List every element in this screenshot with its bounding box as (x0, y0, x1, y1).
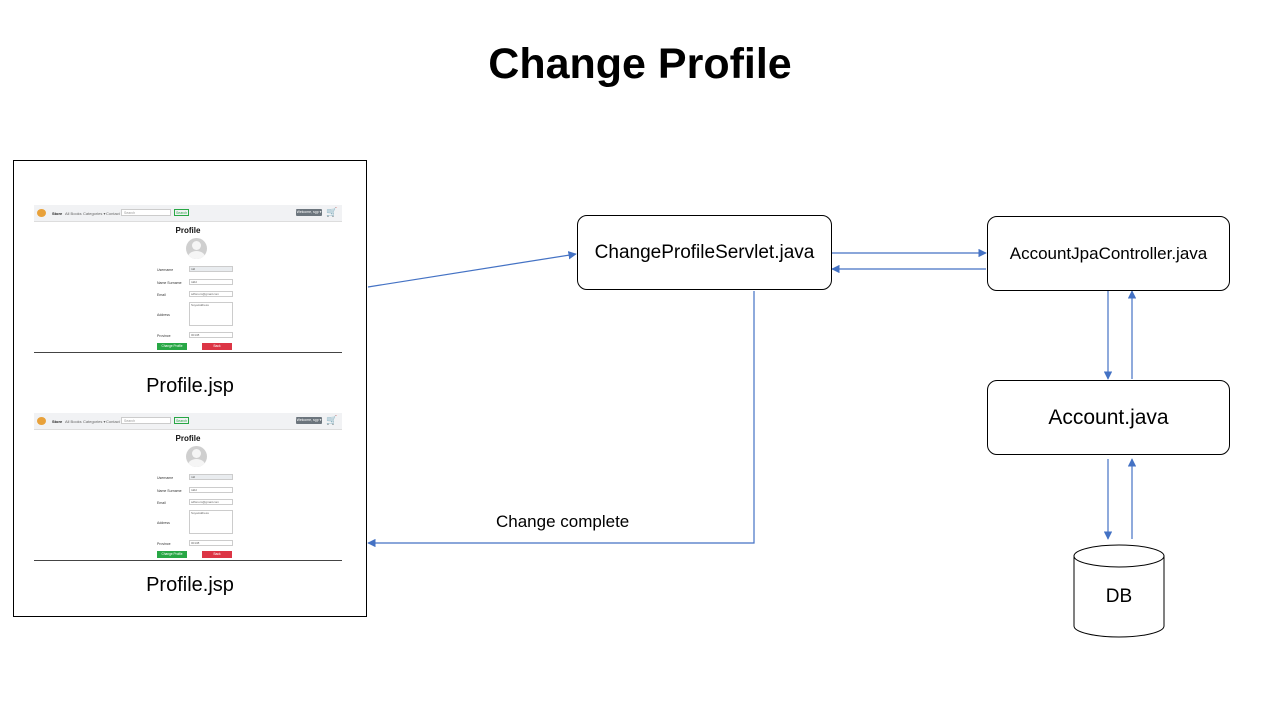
nav-brand[interactable]: Store (52, 419, 63, 424)
address-label: Address (157, 313, 170, 317)
diagram-title: Change Profile (488, 40, 792, 88)
mini-user-button[interactable]: Welcome, sgp ▾ (296, 417, 322, 424)
divider (34, 352, 342, 353)
mini-profile-heading: Profile (175, 226, 201, 235)
address-label: Address (157, 521, 170, 525)
province-label: Province (157, 542, 171, 546)
db-label: DB (1105, 586, 1133, 607)
back-button[interactable]: Back (202, 343, 232, 350)
nav-categories[interactable]: Categories ▾ (83, 211, 106, 216)
cart-icon[interactable]: 🛒 (326, 415, 338, 425)
change-profile-button[interactable]: Change Profile (157, 551, 187, 558)
address-field[interactable]: SoyaAddress (189, 510, 233, 534)
province-label: Province (157, 334, 171, 338)
mini-navbar: Store All Books Categories ▾ Contact us … (34, 205, 342, 222)
change-profile-button[interactable]: Change Profile (157, 343, 187, 350)
arrow-profile-to-servlet (367, 251, 577, 288)
account-node: Account.java (987, 380, 1230, 455)
mini-search-input[interactable]: Search (121, 209, 171, 216)
divider (34, 560, 342, 561)
mini-search-button[interactable]: Search (174, 209, 189, 216)
email-field[interactable]: sdfsnum@gmail.com (189, 499, 233, 505)
province-select[interactable]: 00138 (189, 332, 233, 338)
address-field[interactable]: SoyaAddress (189, 302, 233, 326)
email-label: Email (157, 293, 166, 297)
username-field[interactable]: tdd (189, 474, 233, 480)
profile-screenshot-top: Store All Books Categories ▾ Contact us … (34, 205, 342, 353)
nav-brand[interactable]: Store (52, 211, 63, 216)
username-label: Username (157, 268, 174, 272)
account-label: Account.java (1048, 405, 1169, 429)
name-field[interactable]: tddd (189, 279, 233, 285)
db-cylinder-icon (1073, 544, 1165, 638)
mini-navbar: Store All Books Categories ▾ Contact us … (34, 413, 342, 430)
profile-jsp-panel: Store All Books Categories ▾ Contact us … (13, 160, 367, 617)
profile-screenshot-bottom: Store All Books Categories ▾ Contact us … (34, 413, 342, 561)
servlet-label: ChangeProfileServlet.java (594, 241, 815, 263)
back-button[interactable]: Back (202, 551, 232, 558)
name-label: Name Surname (157, 489, 182, 493)
nav-all-books[interactable]: All Books (65, 211, 82, 216)
nav-all-books[interactable]: All Books (65, 419, 82, 424)
caption-profile-jsp-bottom: Profile.jsp (146, 574, 234, 596)
nav-contact[interactable]: Contact us (106, 211, 126, 216)
store-logo-icon (37, 209, 46, 217)
mini-user-button[interactable]: Welcome, sgp ▾ (296, 209, 322, 216)
nav-categories[interactable]: Categories ▾ (83, 419, 106, 424)
mini-search-button[interactable]: Search (174, 417, 189, 424)
email-label: Email (157, 501, 166, 505)
servlet-node: ChangeProfileServlet.java (577, 215, 832, 290)
province-select[interactable]: 00138 (189, 540, 233, 546)
username-field[interactable]: tdd (189, 266, 233, 272)
nav-contact[interactable]: Contact us (106, 419, 126, 424)
caption-profile-jsp-top: Profile.jsp (146, 375, 234, 397)
change-complete-label: Change complete (496, 512, 630, 531)
avatar-icon (186, 446, 207, 467)
mini-profile-heading: Profile (175, 434, 201, 443)
arrow-servlet-to-profile-complete (367, 291, 755, 548)
username-label: Username (157, 476, 174, 480)
cart-icon[interactable]: 🛒 (326, 207, 338, 217)
controller-label: AccountJpaController.java (1009, 243, 1208, 263)
avatar-icon (186, 238, 207, 259)
email-field[interactable]: sdfsnum@gmail.com (189, 291, 233, 297)
store-logo-icon (37, 417, 46, 425)
controller-node: AccountJpaController.java (987, 216, 1230, 291)
name-label: Name Surname (157, 281, 182, 285)
name-field[interactable]: tddd (189, 487, 233, 493)
mini-search-input[interactable]: Search (121, 417, 171, 424)
